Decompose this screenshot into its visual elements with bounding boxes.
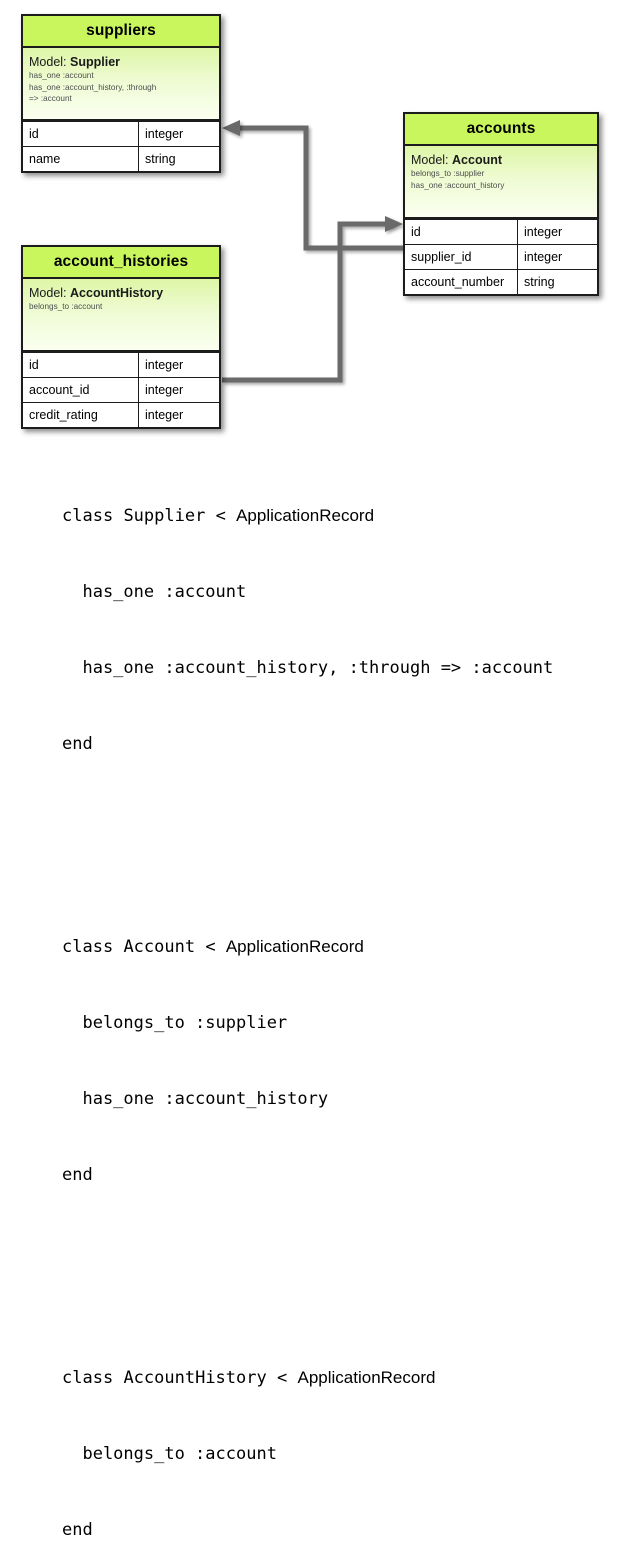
code-line-body: has_one :account_history, :through => :a… [62, 657, 554, 678]
association-line: belongs_to :account [29, 302, 103, 311]
ruby-code-block: class Supplier < ApplicationRecord has_o… [62, 427, 622, 1552]
arrowhead-right [385, 216, 403, 232]
attribute-name: supplier_id [405, 245, 518, 269]
entity-title-suppliers: suppliers [23, 16, 219, 48]
attribute-row: account_id integer [23, 377, 219, 402]
attribute-row: credit_rating integer [23, 402, 219, 427]
model-name-line: Model: Supplier [29, 55, 213, 70]
association-line: has_one :account [29, 71, 94, 80]
code-keyword-class: class [62, 936, 114, 957]
association-line: has_one :account_history [411, 180, 505, 190]
code-operator: < [276, 1367, 288, 1388]
attribute-row: account_number string [405, 269, 597, 294]
attribute-row: id integer [405, 219, 597, 244]
entity-model-suppliers: Model: Supplier has_one :account has_one… [23, 48, 219, 121]
code-line-body: has_one :account_history [62, 1088, 329, 1109]
code-operator: < [215, 505, 226, 526]
attribute-type: integer [524, 225, 563, 239]
code-parent-class: ApplicationRecord [297, 1367, 436, 1387]
entity-model-account-histories: Model: AccountHistory belongs_to :accoun… [23, 279, 219, 352]
entity-account-histories[interactable]: account_histories Model: AccountHistory … [21, 245, 221, 429]
model-label: Model: [29, 286, 67, 300]
entity-title-accounts: accounts [405, 114, 597, 146]
attribute-name: name [23, 147, 139, 171]
code-line-body: belongs_to :supplier [62, 1012, 288, 1033]
attribute-type: integer [145, 127, 184, 141]
attribute-type: integer [145, 383, 184, 397]
entity-suppliers[interactable]: suppliers Model: Supplier has_one :accou… [21, 14, 221, 173]
code-line-body: has_one :account [62, 581, 247, 602]
model-name-line: Model: Account [411, 153, 591, 168]
connector-histories-to-accounts [222, 221, 393, 383]
attribute-name: id [23, 122, 139, 146]
code-blank-line [62, 1239, 622, 1264]
code-line-class-decl: class Supplier < ApplicationRecord [62, 503, 622, 529]
code-line-end: end [62, 1164, 93, 1185]
entity-model-accounts: Model: Account belongs_to :supplier has_… [405, 146, 597, 219]
entity-title-account-histories: account_histories [23, 247, 219, 279]
attribute-type: integer [145, 408, 184, 422]
code-class-name: AccountHistory [123, 1367, 267, 1388]
model-class-name: Supplier [70, 55, 121, 69]
code-line-end: end [62, 733, 93, 754]
attribute-name: id [23, 353, 139, 377]
er-diagram: suppliers Model: Supplier has_one :accou… [0, 0, 633, 429]
attribute-type: integer [524, 250, 563, 264]
attribute-row: id integer [23, 121, 219, 146]
code-line-end: end [62, 1519, 93, 1540]
attribute-name: account_number [405, 270, 518, 294]
code-blank-line [62, 807, 622, 832]
code-keyword-class: class [62, 505, 114, 526]
connector-accounts-to-suppliers [232, 125, 403, 251]
code-class-name: Account [123, 936, 196, 957]
attribute-type: string [145, 152, 176, 166]
attribute-row: supplier_id integer [405, 244, 597, 269]
association-line: has_one :account_history, :through [29, 82, 157, 92]
association-line: => :account [29, 94, 72, 103]
code-parent-class: ApplicationRecord [236, 505, 375, 525]
attribute-row: id integer [23, 352, 219, 377]
code-line-class-decl: class Account < ApplicationRecord [62, 934, 622, 960]
association-line: belongs_to :supplier [411, 169, 485, 178]
code-keyword-class: class [62, 1367, 114, 1388]
attribute-name: id [405, 220, 518, 244]
arrowhead-left [222, 120, 240, 136]
model-label: Model: [29, 55, 67, 69]
code-class-name: Supplier [123, 505, 206, 526]
attribute-type: integer [145, 358, 184, 372]
model-class-name: AccountHistory [70, 286, 164, 300]
code-line-class-decl: class AccountHistory < ApplicationRecord [62, 1365, 622, 1391]
model-class-name: Account [452, 153, 503, 167]
model-name-line: Model: AccountHistory [29, 286, 213, 301]
model-label: Model: [411, 153, 449, 167]
attribute-name: credit_rating [23, 403, 139, 427]
attribute-type: string [524, 275, 555, 289]
code-operator: < [205, 936, 216, 957]
code-parent-class: ApplicationRecord [225, 936, 364, 956]
attribute-row: name string [23, 146, 219, 171]
code-line-body: belongs_to :account [62, 1443, 277, 1464]
attribute-name: account_id [23, 378, 139, 402]
entity-accounts[interactable]: accounts Model: Account belongs_to :supp… [403, 112, 599, 296]
